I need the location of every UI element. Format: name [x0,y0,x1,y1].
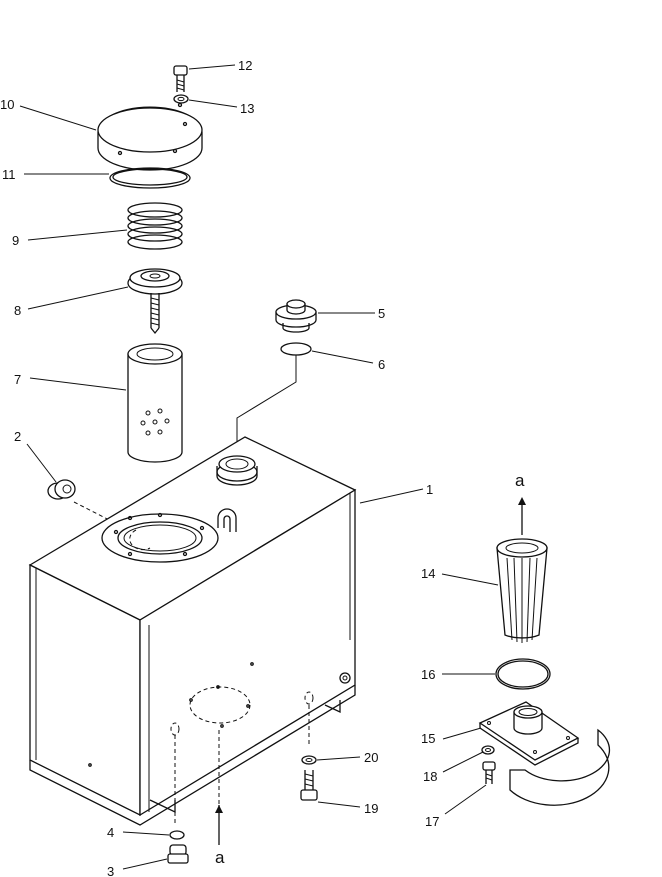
callout-6: 6 [378,357,385,372]
part-5-cap [275,299,317,333]
callout-3: 3 [107,864,114,877]
part-16-o-ring [495,658,551,690]
callout-11: 11 [2,167,16,182]
callout-2: 2 [14,429,21,444]
part-18-washer [481,745,495,755]
callout-16: 16 [421,667,435,682]
part-20-washer [301,755,317,765]
callout-12: 12 [238,58,252,73]
callout-17: 17 [425,814,439,829]
callout-14: 14 [421,566,435,581]
part-3-plug [167,844,189,864]
callout-19: 19 [364,801,378,816]
part-14-strainer [496,538,548,643]
callout-4: 4 [107,825,114,840]
part-15-flange [478,701,611,806]
part-1-tank [28,436,357,826]
callout-7: 7 [14,372,21,387]
flow-arrow-head [518,497,526,505]
part-2-grommet [47,479,76,500]
callout-20: 20 [364,750,378,765]
reference-label-a-upper: a [515,471,525,490]
callout-5: 5 [378,306,385,321]
reference-label-a-lower: a [215,848,225,867]
part-16-o-ring-inner [497,660,549,688]
part-7-filter-element [127,343,183,463]
callout-15: 15 [421,731,435,746]
part-4-o-ring [169,830,185,840]
part-8-valve [127,268,183,335]
part-10-cover [97,102,203,171]
callout-labels: 1 2 3 4 5 6 7 8 9 10 11 12 13 14 15 16 1… [0,58,525,877]
callout-10: 10 [0,97,14,112]
part-19-bolt [300,770,318,801]
leader-lines [19,64,499,870]
assembly-line-2 [73,501,126,529]
part-13-washer [173,94,189,104]
assembly-line-6 [236,355,297,452]
reference-a-arrow-head [215,805,223,813]
callout-13: 13 [240,101,254,116]
part-9-spring [127,202,183,250]
callout-8: 8 [14,303,21,318]
part-6-o-ring [280,342,312,356]
callout-9: 9 [12,233,19,248]
callout-1: 1 [426,482,433,497]
part-11-o-ring [109,167,191,189]
callout-18: 18 [423,769,437,784]
part-12-bolt [173,65,188,92]
part-17-bolt [482,761,496,784]
